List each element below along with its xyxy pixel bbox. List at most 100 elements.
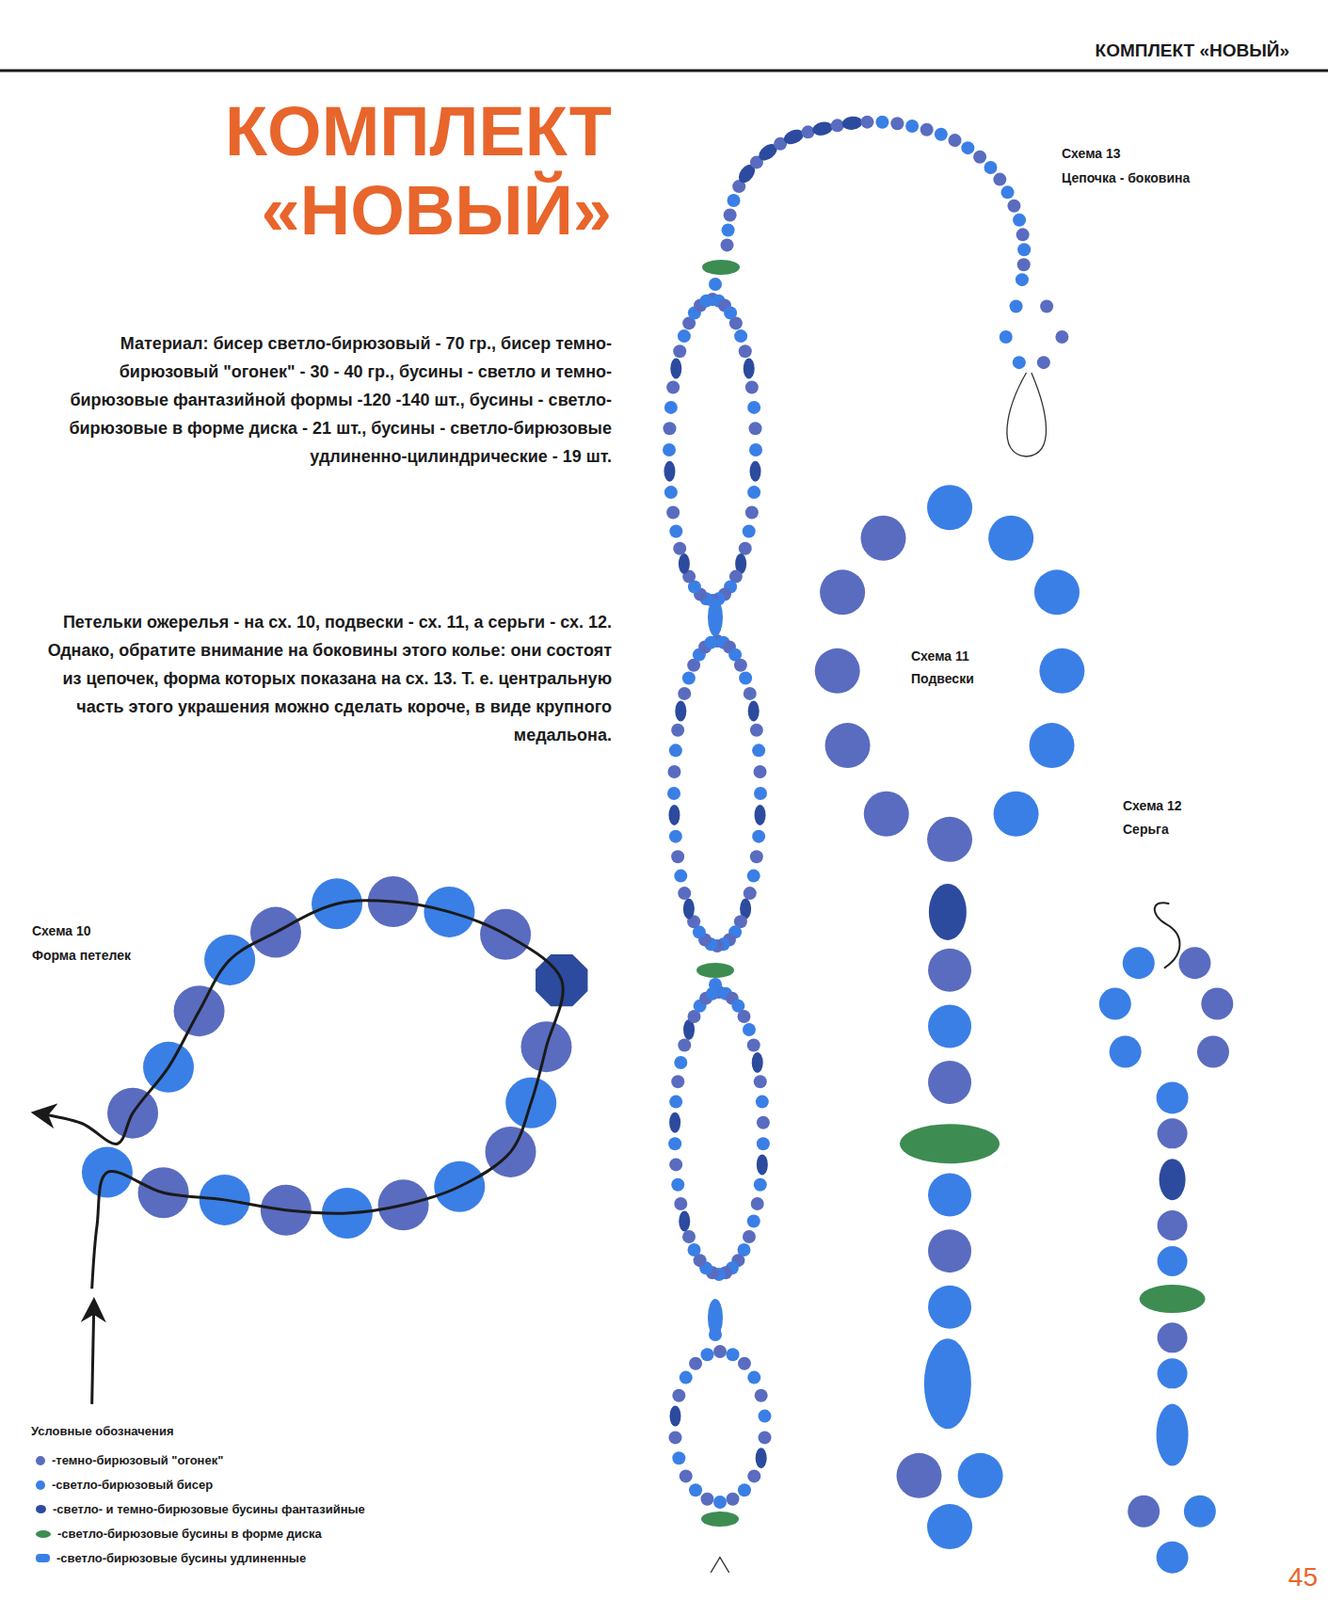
bead (729, 316, 743, 330)
bead (747, 485, 761, 499)
bead (667, 765, 681, 779)
bead (672, 1389, 686, 1403)
bead (726, 1492, 740, 1506)
fancy-bead (663, 461, 675, 482)
disc-bead (696, 962, 735, 978)
bead (928, 948, 972, 992)
legend-swatch (35, 1553, 50, 1563)
materials-note: Материал: бисер светло-бирюзовый - 70 гр… (51, 329, 612, 471)
bead (890, 116, 904, 130)
bead (1055, 330, 1069, 344)
bead (920, 123, 934, 137)
bead (1127, 1495, 1160, 1528)
bead (736, 1009, 751, 1024)
bead (1197, 1036, 1230, 1069)
bead (662, 443, 676, 457)
legend-swatch (35, 1504, 47, 1514)
bead (664, 400, 678, 415)
fancy-bead (678, 1211, 690, 1232)
bead (1007, 199, 1021, 213)
bead (677, 329, 691, 343)
fancy-bead (669, 1406, 681, 1427)
running-header: КОМПЛЕКТ «НОВЫЙ» (978, 39, 1290, 63)
fancy-bead (678, 553, 690, 575)
thread-ends (710, 1557, 730, 1573)
bead (754, 1389, 768, 1403)
bead (708, 277, 722, 291)
disc-bead (899, 1123, 1000, 1164)
bead (713, 1495, 727, 1509)
thread-loop (1007, 372, 1047, 457)
bead (673, 1056, 688, 1070)
bead (745, 381, 759, 395)
bead (1012, 355, 1026, 369)
thread-entry (92, 1301, 95, 1405)
bead (677, 687, 691, 701)
bead (726, 193, 740, 208)
bead (667, 786, 681, 800)
bead (666, 381, 680, 395)
fancy-bead (743, 357, 755, 379)
bead (669, 525, 683, 539)
bead (671, 1178, 685, 1192)
bead (800, 125, 815, 139)
legend-row: -светло- и темно-бирюзовые бусины фантаз… (35, 1502, 366, 1517)
bead (1157, 1322, 1188, 1353)
bead (1157, 1210, 1188, 1241)
bead (825, 722, 871, 768)
bead (700, 1347, 714, 1361)
bead (861, 515, 907, 561)
bead (726, 1347, 740, 1361)
bead (669, 1095, 683, 1109)
bead (743, 687, 757, 701)
bead (688, 1243, 702, 1257)
legend-text: -темно-бирюзовый "огонек" (51, 1453, 224, 1468)
bead (679, 1469, 693, 1483)
bead (666, 505, 680, 519)
legend-text: -светло- и темно-бирюзовые бусины фантаз… (52, 1502, 366, 1517)
scheme-name: Форма петелек (32, 946, 211, 964)
bead (1184, 1495, 1216, 1528)
bead (677, 1038, 691, 1052)
bead (960, 141, 975, 155)
bead (668, 1430, 682, 1444)
instructions-note: Петельки ожерелья - на сх. 10, подвески … (37, 608, 612, 750)
bead (688, 1357, 703, 1371)
bead (662, 421, 676, 435)
bead (671, 723, 685, 737)
bead (704, 636, 718, 650)
bead (751, 1197, 765, 1211)
page-title: КОМПЛЕКТ «НОВЫЙ» (169, 92, 612, 251)
bead (860, 115, 874, 129)
scheme-name: Серьга (1122, 820, 1264, 838)
bead (699, 294, 713, 308)
bead (875, 115, 889, 129)
fancy-bead (1159, 1158, 1186, 1200)
fancy-bead (750, 461, 762, 482)
bead (1015, 272, 1029, 287)
fancy-bead (674, 700, 687, 721)
bead (928, 1172, 972, 1216)
fancy-bead (668, 804, 680, 826)
fancy-bead (928, 883, 967, 941)
bead (1178, 946, 1211, 979)
fancy-bead (811, 119, 834, 137)
bead (682, 672, 696, 686)
bead (1029, 722, 1075, 768)
page-number: 45 (1261, 1562, 1318, 1593)
bead (1200, 988, 1233, 1021)
bead (758, 1409, 772, 1424)
legend-heading: Условные обозначения (31, 1423, 276, 1440)
bead (750, 849, 764, 864)
bead (1157, 1358, 1188, 1389)
bead (671, 1074, 685, 1088)
bead (1017, 242, 1031, 256)
bead (737, 1483, 752, 1497)
bead (927, 816, 973, 863)
bead (747, 1038, 761, 1052)
long-bead (1156, 1403, 1189, 1466)
bead (992, 173, 1007, 187)
bead (721, 223, 736, 237)
legend-row: -светло-бирюзовые бусины удлиненные (35, 1551, 306, 1566)
